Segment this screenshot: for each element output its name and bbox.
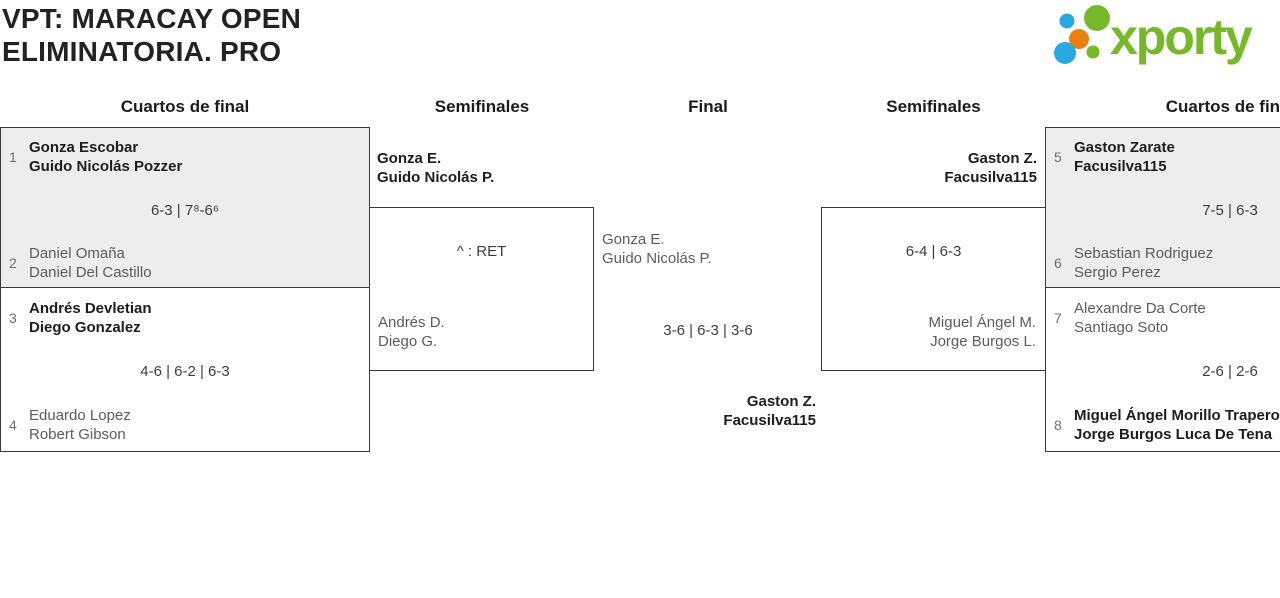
match-score: 6-4 | 6-3	[905, 243, 962, 260]
final-score: 3-6 | 6-3 | 3-6	[663, 322, 753, 339]
player-name: Daniel Omaña	[29, 245, 125, 262]
sf-right-loser: Miguel Ángel M. Jorge Burgos L.	[928, 313, 1036, 351]
match-score: 4-6 | 6-2 | 6-3	[140, 363, 230, 380]
seed-number: 7	[1054, 310, 1062, 326]
team-names-loser: Sebastian Rodriguez Sergio Perez	[1074, 244, 1213, 282]
team-names-winner: Miguel Ángel Morillo Trapero Jorge Burgo…	[1074, 406, 1280, 444]
player-name: Andrés Devletian	[29, 300, 152, 317]
team-names-loser: Eduardo Lopez Robert Gibson	[29, 406, 131, 444]
match-sf-left: ^ : RET Andrés D. Diego G.	[369, 207, 594, 371]
seed-number: 4	[9, 417, 17, 433]
player-name: Santiago Soto	[1074, 319, 1169, 336]
player-name: Eduardo Lopez	[29, 407, 131, 424]
player-name: Sergio Perez	[1074, 264, 1161, 281]
logo-dot-green-large	[1084, 5, 1110, 31]
seed-number: 6	[1054, 255, 1062, 271]
team-names-winner: Gonza Escobar Guido Nicolás Pozzer	[29, 138, 182, 176]
logo-dot-blue-large	[1054, 42, 1076, 64]
team-row: 8 Miguel Ángel Morillo Trapero Jorge Bur…	[1054, 406, 1280, 444]
match-qf2: 3 Andrés Devletian Diego Gonzalez 4-6 | …	[0, 287, 370, 452]
logo-dot-orange	[1069, 29, 1089, 49]
tournament-name: VPT: MARACAY OPEN	[2, 3, 302, 34]
player-name: Guido Nicolás Pozzer	[29, 158, 183, 175]
player-name: Facusilva115	[1074, 158, 1167, 175]
player-name: Robert Gibson	[29, 426, 126, 443]
player-name: Gaston Z.	[746, 393, 816, 410]
sf-right-winner: Gaston Z. Facusilva115	[821, 149, 1037, 187]
match-qf4: 7 Alexandre Da Corte Santiago Soto 2-6 |…	[1045, 287, 1280, 452]
seed-number: 5	[1054, 149, 1062, 165]
team-row: 5 Gaston Zarate Facusilva115	[1054, 138, 1175, 176]
header-cuartos-left: Cuartos de final	[120, 97, 250, 116]
team-row: 6 Sebastian Rodriguez Sergio Perez	[1054, 244, 1213, 282]
player-name: Sebastian Rodriguez	[1074, 245, 1214, 262]
team-names-loser: Daniel Omaña Daniel Del Castillo	[29, 244, 152, 282]
sf-left-loser: Andrés D. Diego G.	[378, 313, 445, 351]
match-score: ^ : RET	[456, 243, 507, 260]
logo-dot-green-small	[1086, 45, 1100, 59]
player-name: Guido Nicolás P.	[602, 250, 712, 267]
player-name: Gonza Escobar	[29, 139, 139, 156]
match-score: 7-5 | 6-3	[1202, 202, 1258, 219]
page-title: VPT: MARACAY OPEN ELIMINATORIA. PRO	[2, 2, 301, 68]
team-names-loser: Alexandre Da Corte Santiago Soto	[1074, 299, 1206, 337]
player-name: Diego G.	[378, 333, 438, 350]
player-name: Facusilva115	[944, 169, 1037, 186]
team-names-winner: Andrés Devletian Diego Gonzalez	[29, 299, 152, 337]
tournament-stage: ELIMINATORIA. PRO	[2, 36, 282, 67]
match-sf-right: 6-4 | 6-3 Miguel Ángel M. Jorge Burgos L…	[821, 207, 1046, 371]
player-name: Miguel Ángel M.	[928, 314, 1036, 331]
match-qf3: 5 Gaston Zarate Facusilva115 7-5 | 6-3 6…	[1045, 127, 1280, 288]
team-row: 7 Alexandre Da Corte Santiago Soto	[1054, 299, 1206, 337]
header-final: Final	[688, 97, 728, 116]
seed-number: 8	[1054, 417, 1062, 433]
player-name: Facusilva115	[723, 412, 816, 429]
final-champion: Gaston Z. Facusilva115	[594, 392, 816, 430]
xporty-logo[interactable]: xporty	[1048, 4, 1280, 74]
seed-number: 3	[9, 310, 17, 326]
team-names-winner: Gaston Zarate Facusilva115	[1074, 138, 1175, 176]
team-row: 3 Andrés Devletian Diego Gonzalez	[9, 299, 152, 337]
player-name: Alexandre Da Corte	[1074, 300, 1206, 317]
sf-left-winner: Gonza E. Guido Nicolás P.	[377, 149, 494, 187]
player-name: Jorge Burgos Luca De Tena	[1074, 426, 1273, 443]
logo-wordmark: xporty	[1110, 9, 1253, 65]
xporty-logo-graphic: xporty	[1054, 5, 1255, 65]
header-semifinales-left: Semifinales	[434, 97, 530, 116]
final-runner-up: Gonza E. Guido Nicolás P.	[602, 230, 712, 268]
logo-dot-blue-small	[1059, 13, 1075, 29]
player-name: Gaston Z.	[967, 150, 1037, 167]
team-row: 1 Gonza Escobar Guido Nicolás Pozzer	[9, 138, 182, 176]
player-name: Gonza E.	[602, 231, 665, 248]
player-name: Gonza E.	[377, 150, 442, 167]
player-name: Guido Nicolás P.	[377, 169, 495, 186]
player-name: Diego Gonzalez	[29, 319, 141, 336]
player-name: Miguel Ángel Morillo Trapero	[1074, 407, 1280, 424]
match-score: 6-3 | 7⁸-6⁶	[150, 202, 220, 219]
player-name: Andrés D.	[378, 314, 445, 331]
team-row: 2 Daniel Omaña Daniel Del Castillo	[9, 244, 152, 282]
seed-number: 2	[9, 255, 17, 271]
match-score: 2-6 | 2-6	[1202, 363, 1258, 380]
match-qf1: 1 Gonza Escobar Guido Nicolás Pozzer 6-3…	[0, 127, 370, 288]
player-name: Jorge Burgos L.	[930, 333, 1036, 350]
player-name: Daniel Del Castillo	[29, 264, 152, 281]
team-row: 4 Eduardo Lopez Robert Gibson	[9, 406, 131, 444]
player-name: Gaston Zarate	[1074, 139, 1175, 156]
header-semifinales-right: Semifinales	[886, 97, 981, 116]
header-cuartos-right: Cuartos de final	[1165, 97, 1280, 116]
seed-number: 1	[9, 149, 17, 165]
